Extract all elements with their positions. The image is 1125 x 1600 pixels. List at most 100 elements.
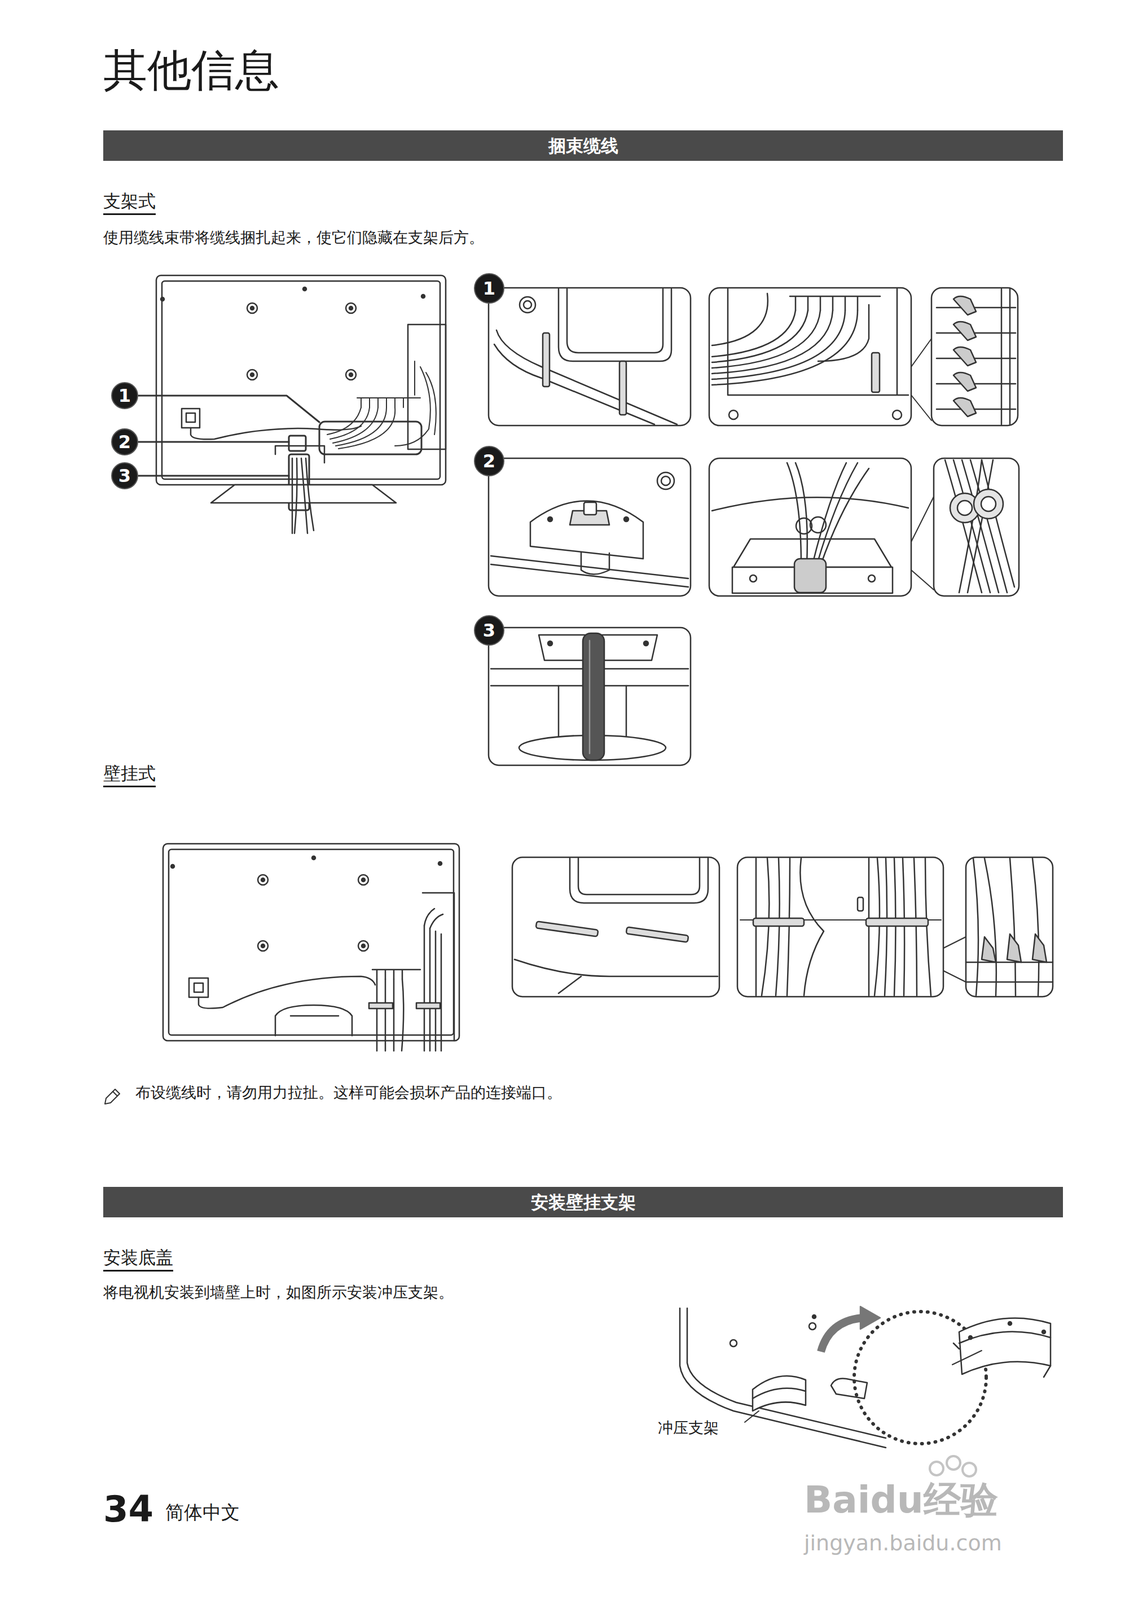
- detail-panel-part: [530, 501, 644, 560]
- detail-panel-part: [512, 857, 720, 997]
- detail-panel-part: [578, 858, 700, 895]
- detail-panel: [488, 627, 691, 766]
- bracket-illustration-part: [959, 1331, 1051, 1343]
- detail-panel-part: [737, 857, 944, 997]
- section-heading: 壁挂式: [103, 762, 156, 788]
- tv-back-wall-part: [261, 943, 265, 948]
- detail-panel-part: [753, 917, 804, 926]
- callout-number: 3: [111, 462, 139, 490]
- tv-back-wall-part: [168, 849, 454, 1035]
- detail-panel-part: [981, 933, 1047, 962]
- detail-panel-part: [661, 476, 671, 486]
- detail-panel-part: [911, 338, 932, 421]
- detail-panel-part: [558, 976, 582, 993]
- detail-panel-part: [490, 555, 689, 587]
- section-band: 安装壁挂支架: [103, 1186, 1063, 1217]
- tv-back-stand-part: [349, 372, 353, 377]
- page-number: 34: [103, 1487, 154, 1531]
- detail-panel-part: [728, 410, 738, 420]
- tv-back-wall-part: [275, 1004, 353, 1036]
- bracket-illustration-part: [730, 1339, 737, 1347]
- body-text: 使用缆线束带将缆线捆扎起来，使它们隐藏在支架后方。: [103, 228, 485, 247]
- tv-back-stand-part: [288, 435, 306, 451]
- detail-panel-part: [712, 497, 909, 511]
- detail-panel-part: [931, 287, 1018, 426]
- callout-number: 3: [473, 614, 505, 646]
- bracket-illustration-part: [959, 1317, 1051, 1374]
- detail-panel-part: [959, 459, 993, 593]
- tv-back-stand-part: [345, 369, 357, 380]
- tv-back-wall-part: [376, 978, 404, 1051]
- bracket-illustration-part: [809, 1322, 816, 1330]
- detail-panel-part: [857, 897, 864, 911]
- tv-back-wall-part: [438, 861, 442, 865]
- tv-back-stand-part: [247, 369, 258, 380]
- detail-panel-part: [643, 640, 649, 646]
- detail-panel-part: [965, 961, 1053, 982]
- tv-back-wall-part: [163, 843, 460, 1041]
- callout-digit: 3: [118, 466, 131, 485]
- detail-panel-part: [589, 640, 591, 754]
- tv-back-stand-part: [138, 475, 289, 477]
- callout-digit: 1: [482, 279, 496, 298]
- language-label: 简体中文: [165, 1500, 240, 1524]
- tv-back-stand-part: [250, 306, 254, 310]
- tv-back-wall-part: [261, 877, 265, 882]
- tv-back-stand-part: [138, 441, 289, 443]
- callout-digit: 1: [118, 386, 131, 405]
- detail-panel-part: [542, 332, 550, 387]
- tv-back-wall-part: [290, 1014, 339, 1017]
- detail-panel-part: [981, 496, 996, 512]
- detail-panel: [709, 287, 932, 426]
- detail-panel: [933, 458, 1019, 596]
- detail-panel-part: [892, 410, 902, 420]
- callout-number: 1: [473, 273, 505, 304]
- detail-panel-part: [657, 472, 675, 490]
- watermark-paw-part: [929, 1461, 944, 1475]
- detail-panel-part: [1001, 288, 1010, 425]
- tv-back-wall-part: [368, 1002, 393, 1009]
- tv-back-stand-part: [247, 302, 258, 314]
- bracket-illustration-part: [744, 1410, 759, 1422]
- detail-panel-part: [558, 288, 672, 362]
- bracket-illustration-part: [752, 1387, 806, 1399]
- tv-back-stand-part: [161, 280, 441, 479]
- detail-panel-part: [547, 640, 553, 646]
- page-title: 其他信息: [103, 44, 280, 98]
- detail-panel-part: [567, 288, 663, 353]
- callout-digit: 2: [482, 451, 496, 470]
- detail-panel-part: [789, 296, 881, 311]
- detail-panel-part: [488, 458, 691, 596]
- detail-panel-part: [496, 330, 678, 425]
- detail-panel-part: [796, 517, 812, 534]
- detail-panel-part: [547, 516, 553, 522]
- detail-panel-part: [911, 496, 934, 590]
- bracket-illustration-part: [752, 1375, 806, 1411]
- watermark-paw: [929, 1455, 977, 1476]
- bracket-illustration-part: [952, 1350, 982, 1365]
- detail-panel-part: [794, 558, 826, 593]
- detail-panel-part: [523, 300, 532, 309]
- watermark-paw-part: [962, 1462, 977, 1476]
- null-part-part: [327, 407, 395, 449]
- null-part: [327, 361, 437, 449]
- callout-digit: 3: [482, 621, 496, 640]
- detail-panel: [965, 857, 1053, 997]
- detail-panel-part: [756, 858, 824, 996]
- tv-back-wall-part: [170, 864, 175, 868]
- detail-panel-part: [569, 858, 709, 903]
- detail-panel-part: [488, 627, 691, 766]
- detail-panel-part: [868, 574, 876, 582]
- detail-panel-part: [973, 489, 1004, 519]
- detail-panel-part: [933, 458, 1019, 596]
- tv-back-wall-part: [372, 969, 421, 979]
- watermark: jingyan.baidu.com: [803, 1530, 1003, 1557]
- bracket-illustration-part: [968, 1335, 973, 1339]
- tv-back-wall-part: [422, 892, 455, 1041]
- detail-panel: [512, 857, 720, 997]
- detail-panel-part: [868, 858, 931, 996]
- tv-back-wall-part: [198, 976, 376, 1009]
- section-band: 捆束缆线: [103, 130, 1063, 161]
- tv-back-wall-part: [416, 1002, 441, 1009]
